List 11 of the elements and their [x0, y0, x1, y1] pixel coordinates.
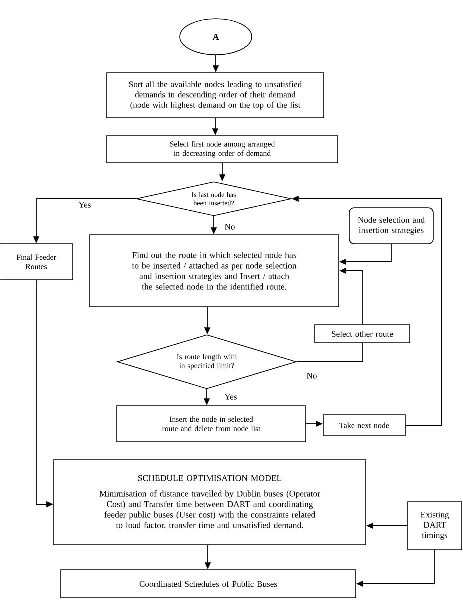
edge-label: No [306, 372, 318, 380]
edge-label: Yes [224, 393, 238, 401]
input-box: Node selection and insertion strategies [349, 208, 434, 244]
edge-label: No [224, 223, 236, 231]
model-box: SCHEDULE OPTIMISATION MODEL Minimisation of distance travelled by Dublin buses (Operator Cost) and Transfer time between DART and coordinating feeder public buses (User cost) with the constraints related to load factor, transfer time and unsatisfied demand. [54, 460, 366, 546]
process-box: Sort all the available nodes leading to unsatisfied demands in descending order of their demand (node with highest demand on the top of the list [106, 72, 324, 118]
process-box: Find out the route in which selected node has to be inserted / attached as per node selection and insertion strategies and Insert / attach the selected node in the identified route. [90, 234, 340, 308]
edge-label: Yes [78, 201, 92, 209]
process-box: Select other route [314, 324, 410, 344]
input-box: Existing DART timings [408, 502, 462, 550]
output-box: Coordinated Schedules of Public Buses [60, 570, 356, 598]
